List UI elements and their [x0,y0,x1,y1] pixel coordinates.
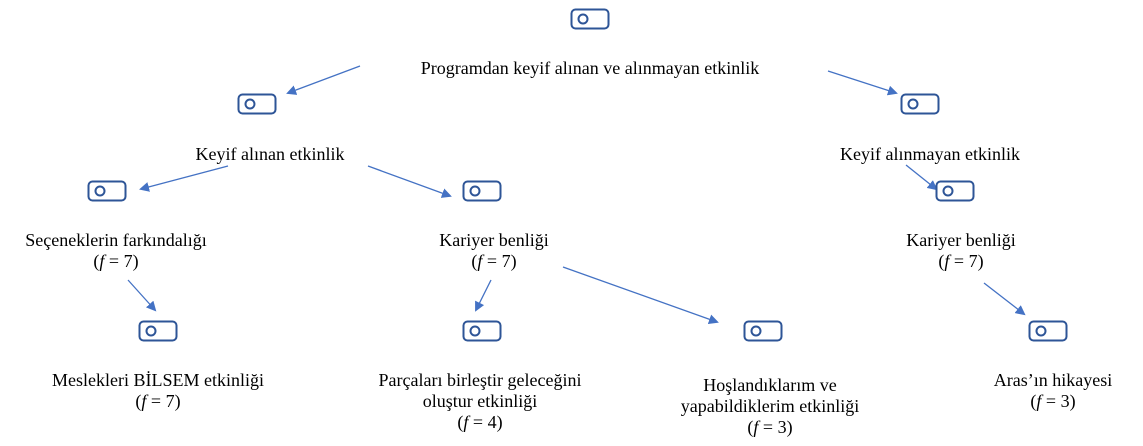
tag-icon [138,320,178,342]
likes-node-label: Hoşlandıklarım ve yapabildiklerim etkinl… [650,375,890,438]
tag-icon [1028,320,1068,342]
bilsem-node-label: Meslekleri BİLSEM etkinliği (f = 7) [0,370,316,412]
tag-icon [743,320,783,342]
tag-icon [462,180,502,202]
tag-icon [237,93,277,115]
aras-node-text: Aras’ın hikayesi [993,370,1113,390]
puzzle-frequency: (f = 4) [457,412,503,432]
tag-icon [570,8,610,30]
likes-node-text-line1: Hoşlandıklarım ve [703,375,837,395]
not-enjoyed-node-text: Keyif alınmayan etkinlik [840,144,1020,164]
enjoyed-node-text: Keyif alınan etkinlik [195,144,345,164]
career-right-frequency: (f = 7) [938,251,984,271]
likes-frequency: (f = 3) [747,417,793,437]
career-right-node-label: Kariyer benliği (f = 7) [857,230,1065,272]
arrow-not-enjoyed-to-career-right [905,164,938,191]
tag-icon [900,93,940,115]
tag-icon [87,180,127,202]
awareness-node-label: Seçeneklerin farkındalığı (f = 7) [0,230,232,272]
bilsem-node-text: Meslekleri BİLSEM etkinliği [52,370,264,390]
bilsem-frequency: (f = 7) [135,391,181,411]
career-left-frequency: (f = 7) [471,251,517,271]
awareness-node-text: Seçeneklerin farkındalığı [25,230,207,250]
arrow-awareness-to-bilsem [127,279,157,312]
awareness-frequency: (f = 7) [93,251,139,271]
puzzle-node-text-line1: Parçaları birleştir geleceğini [378,370,582,390]
arrow-career-left-to-puzzle [475,279,492,312]
enjoyed-node-label: Keyif alınan etkinlik [140,144,400,165]
arrow-root-to-enjoyed [286,65,361,95]
arrow-career-left-to-likes [562,266,719,325]
tag-icon [935,180,975,202]
root-node-label: Programdan keyif alınan ve alınmayan etk… [340,58,840,79]
tag-icon [462,320,502,342]
aras-node-label: Aras’ın hikayesi (f = 3) [963,370,1143,412]
career-left-node-text: Kariyer benliği [439,230,549,250]
arrow-root-to-not-enjoyed [827,70,898,96]
arrow-enjoyed-to-awareness [139,165,229,192]
arrow-enjoyed-to-career-left [367,165,452,198]
aras-frequency: (f = 3) [1030,391,1076,411]
puzzle-node-text-line2: oluştur etkinliği [422,391,538,411]
career-right-node-text: Kariyer benliği [906,230,1016,250]
not-enjoyed-node-label: Keyif alınmayan etkinlik [790,144,1070,165]
root-node-text: Programdan keyif alınan ve alınmayan etk… [420,58,760,78]
likes-node-text-line2: yapabildiklerim etkinliği [680,396,860,416]
arrow-career-right-to-aras [983,282,1026,316]
puzzle-node-label: Parçaları birleştir geleceğini oluştur e… [330,370,630,433]
career-left-node-label: Kariyer benliği (f = 7) [390,230,598,272]
